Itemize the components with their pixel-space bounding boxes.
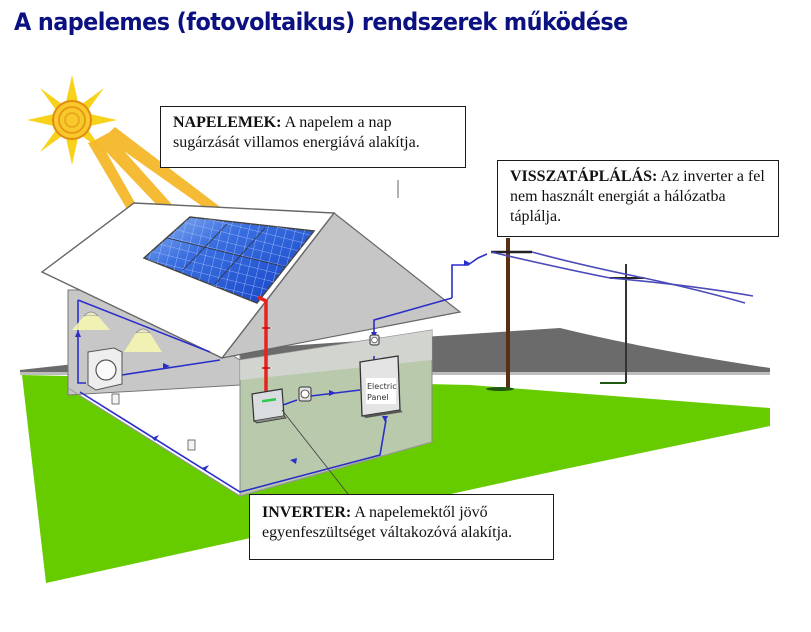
utility-pole-icon [486, 238, 532, 391]
ceiling-lamp-icon [72, 311, 110, 330]
callout-text: A napelem a nap sugárzását villamos ener… [173, 114, 420, 151]
callout-text: A napelemektől jövő egyenfeszültséget vá… [262, 504, 513, 541]
callout-heading: INVERTER: [262, 504, 352, 521]
meter-icon [369, 334, 380, 346]
sun-icon [27, 75, 117, 165]
wall-outlet-icon [111, 393, 120, 405]
inverter-icon [251, 388, 287, 424]
dc-wire [257, 295, 270, 392]
power-line-icon [490, 251, 754, 304]
page-title: A napelemes (fotovoltaikus) rendszerek m… [14, 8, 628, 36]
flow-arrows [75, 260, 470, 471]
solar-panel-icon [142, 216, 316, 304]
electric-panel-label: Electric [367, 382, 397, 391]
inverter-leader-line [281, 409, 349, 495]
callout-text: Az inverter a fel nem használt energiát … [510, 168, 765, 225]
callout-heading: VISSZATÁPLÁLÁS: [510, 168, 658, 185]
ceiling-lamp-icon [124, 328, 162, 352]
callout-solar-panels: NAPELEMEK: A napelem a nap sugárzását vi… [160, 106, 466, 168]
meter-icon [298, 386, 312, 402]
callout-inverter: INVERTER: A napelemektől jövő egyenfeszü… [249, 494, 554, 560]
ac-wiring [77, 253, 488, 493]
wall-outlet-icon [187, 439, 196, 451]
electric-panel-label: Panel [367, 393, 389, 402]
callout-heading: NAPELEMEK: [173, 114, 282, 131]
electric-panel-icon: Electric Panel [359, 355, 403, 418]
callout-feed-in: VISSZATÁPLÁLÁS: Az inverter a fel nem ha… [497, 160, 779, 237]
air-conditioner-icon [87, 347, 123, 391]
